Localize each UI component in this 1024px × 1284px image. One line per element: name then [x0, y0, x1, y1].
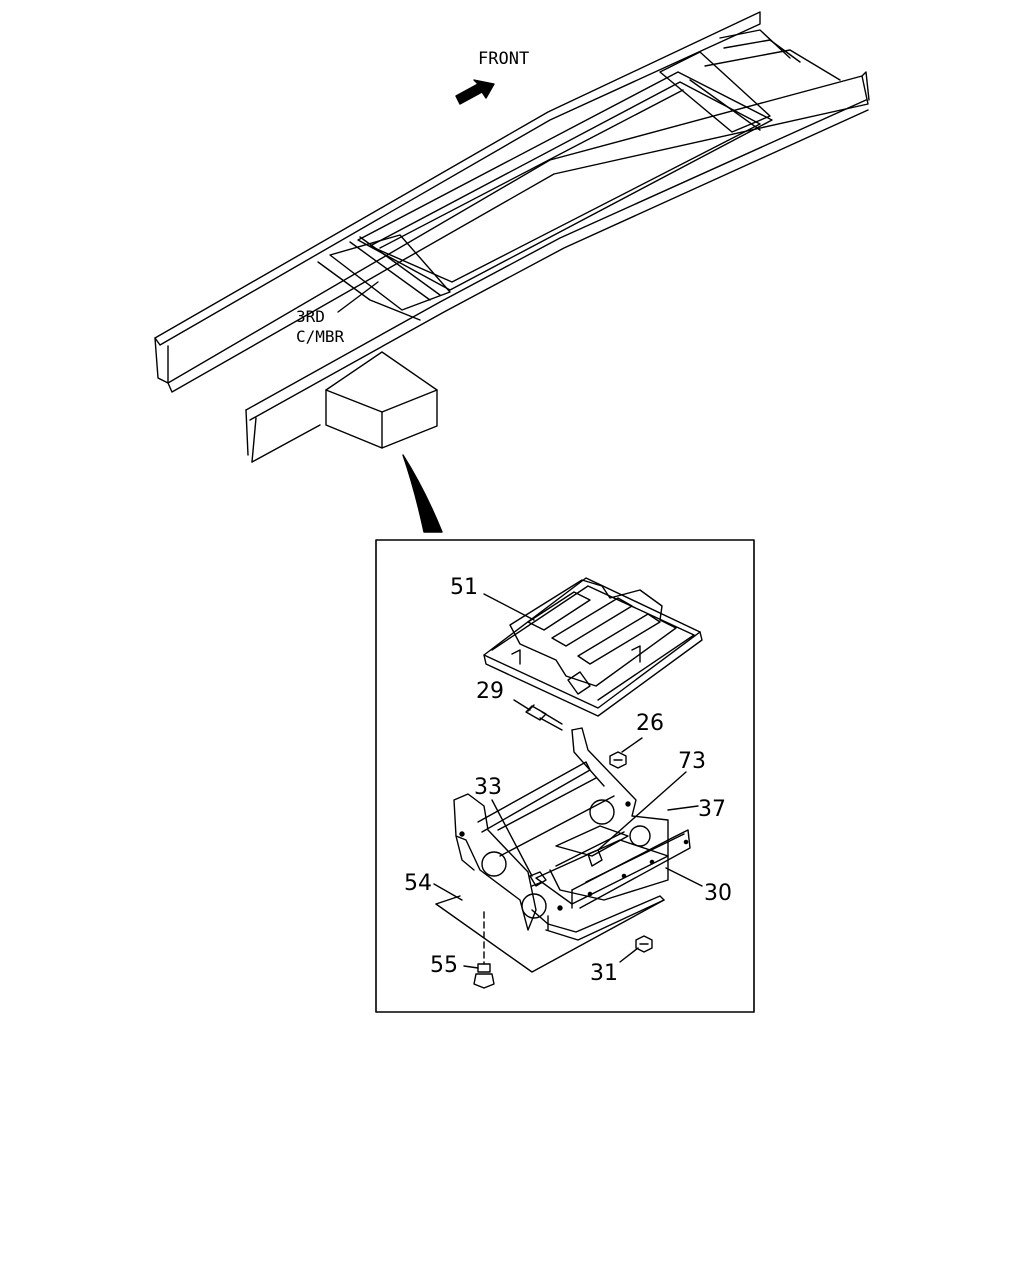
- callout-51: 51: [450, 575, 478, 600]
- nut-31: [635, 935, 653, 953]
- callout-55: 55: [430, 953, 458, 978]
- stud-73: [587, 849, 603, 867]
- crossmember-leader: [337, 281, 379, 313]
- crossmember-label-line1: 3RD: [296, 307, 325, 326]
- near-side-rail: [245, 99, 869, 463]
- callout-37: 37: [698, 797, 726, 822]
- callout-29: 29: [476, 679, 504, 704]
- bolt-33: [529, 871, 547, 887]
- far-side-rail: [154, 11, 870, 393]
- battery-cover: [483, 577, 703, 717]
- callout-73: 73: [678, 749, 706, 774]
- crossmember-label-line2: C/MBR: [296, 327, 345, 346]
- battery-tray: [435, 727, 691, 973]
- bolt-55: [473, 911, 495, 989]
- front-label: FRONT: [478, 49, 529, 69]
- cross-members: [317, 29, 841, 321]
- callout-33: 33: [474, 775, 502, 800]
- callout-54: 54: [404, 871, 432, 896]
- chassis-frame: 3RD C/MBR FRONT: [154, 11, 870, 533]
- bolt-29: [525, 704, 563, 731]
- callout-31: 31: [590, 961, 618, 986]
- front-arrow-icon: [455, 79, 495, 105]
- detail-frame: [375, 539, 755, 1013]
- callout-26: 26: [636, 711, 664, 736]
- callout-30: 30: [704, 881, 732, 906]
- callout-leaders: [433, 593, 703, 969]
- detail-pointer: [402, 454, 443, 533]
- nut-26: [609, 751, 627, 769]
- frame-inner-panel: [357, 71, 773, 291]
- battery-box-location: [325, 351, 438, 449]
